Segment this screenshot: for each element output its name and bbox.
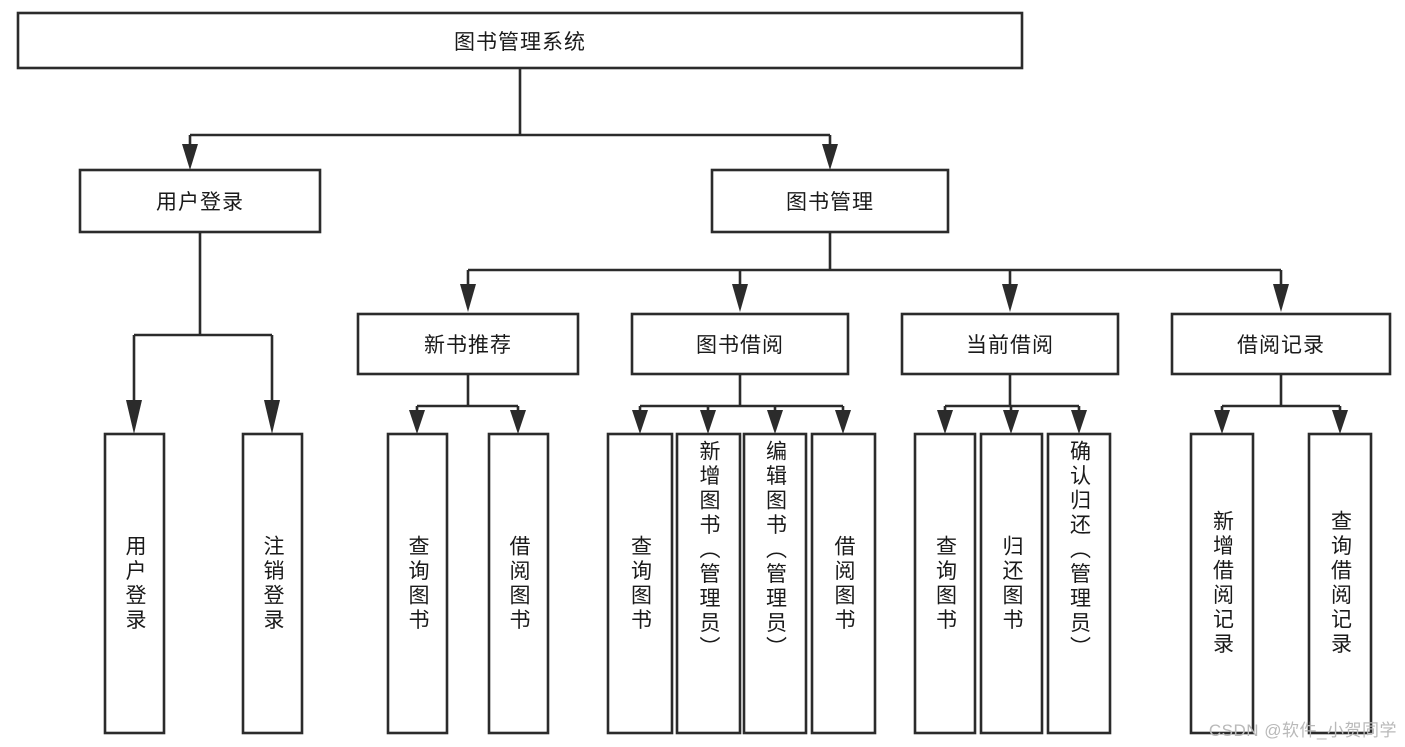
leaf-box-cb-confirm[interactable] [1046, 432, 1112, 735]
leaf-box-cb-query[interactable] [913, 432, 977, 735]
connectors-current-borrow-to-leaves [937, 374, 1087, 434]
node-book-management-box[interactable] [710, 168, 950, 234]
leaf-box-bb-borrow[interactable] [810, 432, 877, 735]
leaf-box-logout[interactable] [241, 432, 304, 735]
arrow-head-user-login [182, 144, 198, 170]
leaf-box-br-add[interactable] [1189, 432, 1255, 735]
connectors-borrow-record-to-leaves [1214, 374, 1348, 434]
leaf-box-bb-add[interactable] [675, 432, 742, 735]
arrow-head-leaf-bb-borrow [835, 410, 851, 434]
arrow-head-leaf-bb-add [700, 410, 716, 434]
connectors-book-borrow-to-leaves [632, 374, 851, 434]
arrow-head-leaf-cb-return [1003, 410, 1019, 434]
arrow-head-borrow-record [1273, 284, 1289, 312]
connectors-root-to-level2 [182, 68, 838, 170]
arrow-head-leaf-cb-query [937, 410, 953, 434]
node-user-login-box[interactable] [78, 168, 322, 234]
arrow-head-current-borrow [1002, 284, 1018, 312]
arrow-head-leaf-logout [264, 400, 280, 434]
leaf-box-nb-borrow[interactable] [487, 432, 550, 735]
connectors-new-book-to-leaves [409, 374, 526, 434]
arrow-head-book-borrow [732, 284, 748, 312]
arrow-head-leaf-bb-edit [767, 410, 783, 434]
leaf-box-user-login[interactable] [103, 432, 166, 735]
arrow-head-new-book-recommend [460, 284, 476, 312]
node-current-borrow-box[interactable] [900, 312, 1120, 376]
leaf-box-bb-query[interactable] [606, 432, 674, 735]
node-book-borrow-box[interactable] [630, 312, 850, 376]
leaf-box-cb-return[interactable] [979, 432, 1044, 735]
node-root-box[interactable] [16, 11, 1024, 70]
connectors-book-mgmt-to-level3 [460, 232, 1289, 312]
arrow-head-leaf-nb-query [409, 410, 425, 434]
watermark-text: CSDN @软件_小贺同学 [1208, 721, 1397, 740]
leaf-box-bb-edit[interactable] [742, 432, 808, 735]
arrow-head-leaf-nb-borrow [510, 410, 526, 434]
leaf-box-br-query[interactable] [1307, 432, 1373, 735]
node-borrow-record-box[interactable] [1170, 312, 1392, 376]
arrow-head-book-mgmt [822, 144, 838, 170]
node-new-book-recommend-box[interactable] [356, 312, 580, 376]
arrow-head-leaf-br-query [1332, 410, 1348, 434]
arrow-head-leaf-user-login [126, 400, 142, 434]
leaf-box-nb-query[interactable] [386, 432, 449, 735]
arrow-head-leaf-br-add [1214, 410, 1230, 434]
arrow-head-leaf-bb-query [632, 410, 648, 434]
arrow-head-leaf-cb-confirm [1071, 410, 1087, 434]
connectors-user-login-to-leaves [126, 232, 280, 434]
